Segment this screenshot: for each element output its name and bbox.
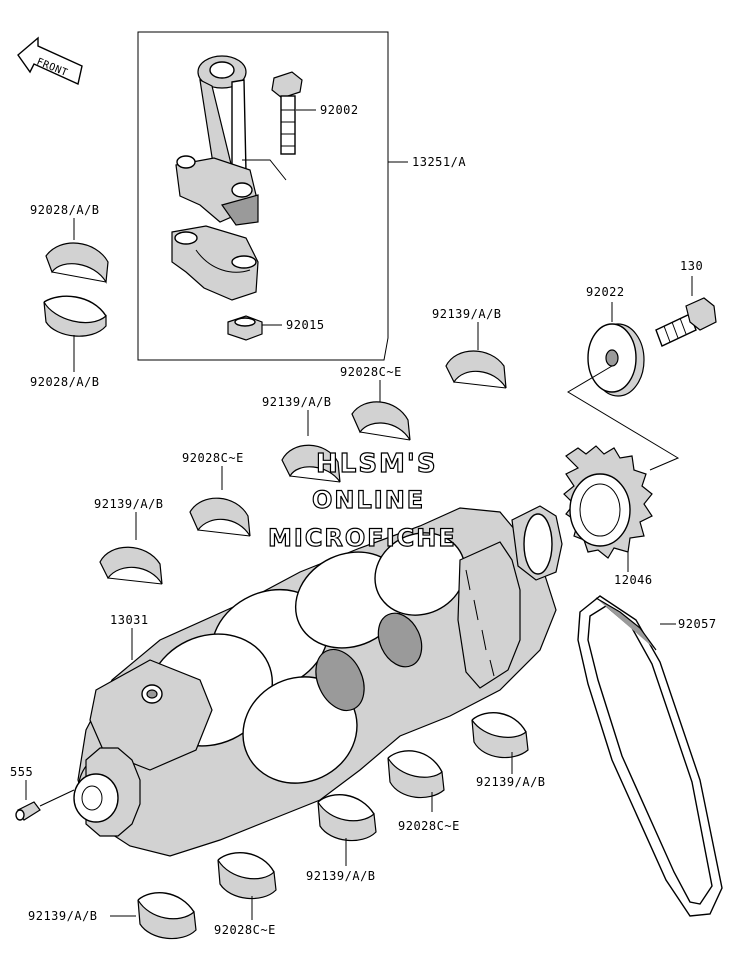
front-arrow-icon: FRONT xyxy=(17,36,83,85)
conrod-nut-icon xyxy=(227,315,263,341)
label-lower-4: 92028C~E xyxy=(214,923,276,937)
label-92028-lower: 92028/A/B xyxy=(30,375,100,389)
label-main-1: 92139/A/B xyxy=(432,307,502,321)
label-92022: 92022 xyxy=(586,285,625,299)
label-main-5: 92139/A/B xyxy=(94,497,164,511)
label-12046: 12046 xyxy=(614,573,653,587)
leader-pin-to-shaft xyxy=(39,789,75,807)
label-lower-5: 92139/A/B xyxy=(28,909,98,923)
conrod-cap-icon xyxy=(171,225,259,301)
watermark-line-3: MICROFICHE xyxy=(268,524,457,552)
label-lower-1: 92139/A/B xyxy=(476,775,546,789)
label-main-4: 92028C~E xyxy=(182,451,244,465)
cam-chain-icon xyxy=(577,595,723,917)
main-bearing-5-icon xyxy=(99,546,163,585)
lower-bearing-3-icon xyxy=(317,794,377,842)
label-92028-upper: 92028/A/B xyxy=(30,203,100,217)
rod-bearing-upper-icon xyxy=(45,242,109,284)
lower-bearing-4-icon xyxy=(217,852,277,900)
label-13031: 13031 xyxy=(110,613,149,627)
bolt-130-icon xyxy=(655,297,717,347)
watermark: HLSM'S ONLINE MICROFICHE xyxy=(267,448,457,552)
main-bearing-3-icon xyxy=(281,444,341,483)
label-lower-2: 92028C~E xyxy=(398,819,460,833)
leader-bolt-to-rod xyxy=(242,159,287,181)
label-92002: 92002 xyxy=(320,103,359,117)
sprocket-icon xyxy=(563,445,653,559)
washer-icon xyxy=(587,323,645,397)
label-92015: 92015 xyxy=(286,318,325,332)
label-main-2: 92028C~E xyxy=(340,365,402,379)
conrod-bolt-icon xyxy=(271,71,303,155)
pin-555-icon xyxy=(15,801,41,821)
main-bearing-4-icon xyxy=(189,497,251,537)
label-13251-a: 13251/A xyxy=(412,155,466,169)
main-bearing-2-icon xyxy=(351,401,411,441)
crankshaft-icon xyxy=(73,505,563,857)
conrod-assembly-box xyxy=(137,31,389,361)
label-555: 555 xyxy=(10,765,33,779)
main-bearing-1-icon xyxy=(445,350,507,389)
watermark-line-1: HLSM'S xyxy=(316,449,438,479)
lower-bearing-2-icon xyxy=(387,750,445,799)
lower-bearing-5-icon xyxy=(137,892,197,940)
watermark-line-2: ONLINE xyxy=(312,486,425,514)
label-lower-3: 92139/A/B xyxy=(306,869,376,883)
rod-bearing-lower-icon xyxy=(43,295,107,337)
leader-washer-to-sprocket xyxy=(567,365,680,471)
label-130: 130 xyxy=(680,259,703,273)
lower-bearing-1-icon xyxy=(471,712,529,759)
label-main-3: 92139/A/B xyxy=(262,395,332,409)
conrod-upper-icon xyxy=(175,55,259,226)
label-92057: 92057 xyxy=(678,617,717,631)
